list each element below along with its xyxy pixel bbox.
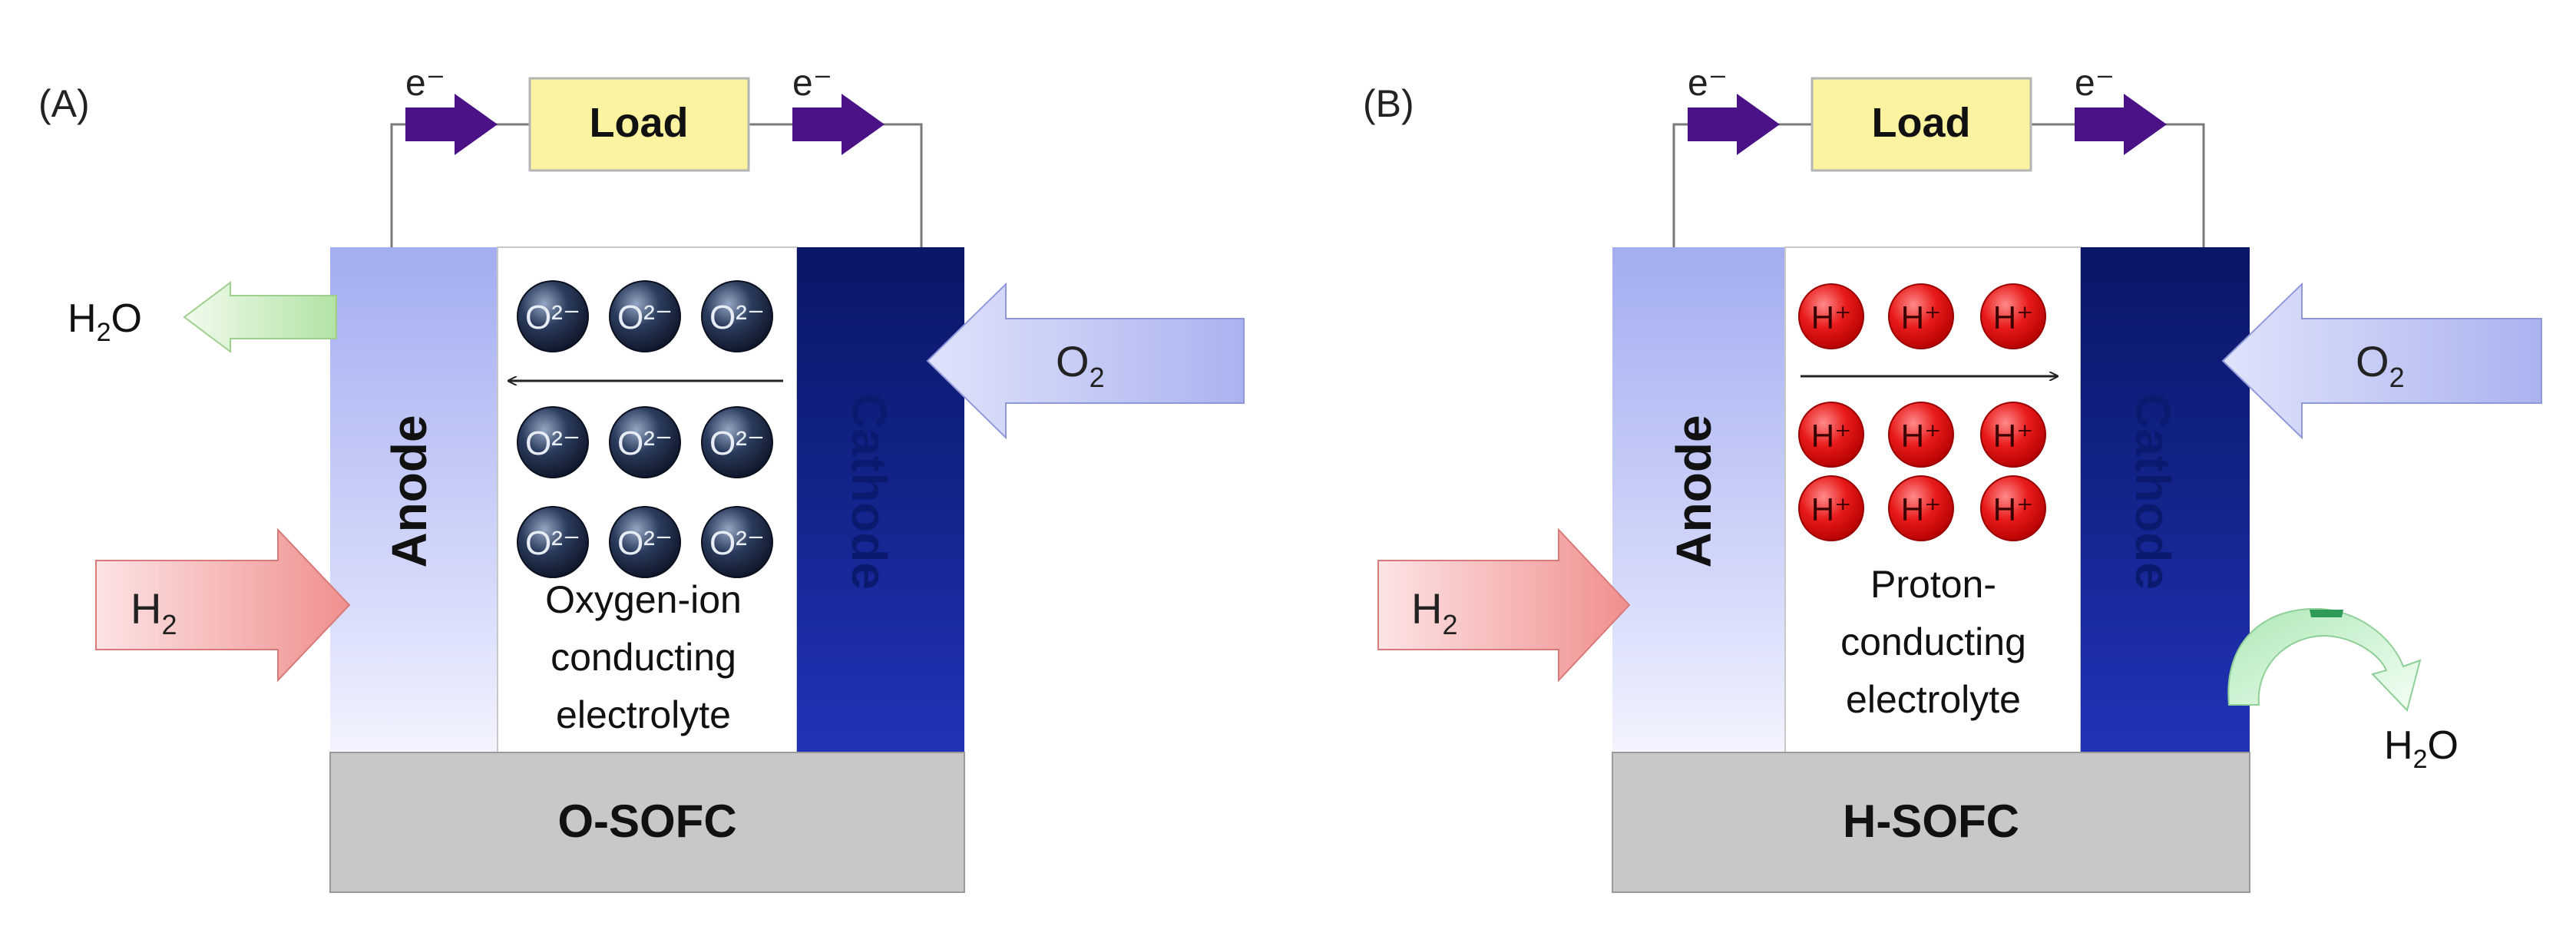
proton: H⁺: [1888, 475, 1954, 541]
panel-a-base: [329, 752, 965, 893]
panel-a-electron-arrow-right: [792, 94, 885, 155]
panel-b-load-label: Load: [1872, 100, 1971, 146]
panel-b-electron-left-label: e⁻: [1688, 63, 1728, 104]
panel-a-anode-label: Anode: [382, 415, 437, 567]
panel-b-anode: [1612, 247, 1785, 752]
svg-text:H⁺: H⁺: [1993, 299, 2034, 336]
svg-text:O²⁻: O²⁻: [709, 299, 765, 336]
oxygen-ion: O²⁻: [701, 506, 773, 578]
panel-a-electron-left-label: e⁻: [405, 63, 445, 104]
panel-a-water-arrow: [183, 281, 337, 353]
svg-text:H⁺: H⁺: [1811, 491, 1852, 527]
oxygen-ion: O²⁻: [609, 406, 681, 478]
oxygen-ion: O²⁻: [517, 280, 589, 352]
oxygen-ion: O²⁻: [609, 280, 681, 352]
panel-b-water-arrow-accent: [2310, 610, 2343, 617]
oxygen-ion: O²⁻: [609, 506, 681, 578]
panel-b-water-label: H2O: [2384, 723, 2459, 774]
panel-a-water-label: H2O: [68, 296, 142, 347]
panel-b-wire-right: [2031, 123, 2205, 247]
panel-a-anode: [330, 247, 498, 752]
proton: H⁺: [1980, 475, 2046, 541]
panel-a: (A) e⁻ e⁻ Load Anode Cathode O-SOFC Oxyg…: [38, 63, 1245, 893]
svg-text:O²⁻: O²⁻: [709, 425, 765, 462]
svg-text:O²⁻: O²⁻: [525, 425, 580, 462]
panel-b-base-label: H-SOFC: [1843, 795, 2019, 847]
panel-a-oxygen-arrow: [926, 282, 1245, 440]
proton: H⁺: [1980, 283, 2046, 349]
panel-b-electrolyte-line-3: electrolyte: [1846, 678, 2021, 721]
panel-a-electrolyte-line-3: electrolyte: [556, 693, 731, 736]
oxygen-ion: O²⁻: [701, 280, 773, 352]
panel-a-hydrogen-label: H2: [131, 584, 177, 640]
svg-text:H⁺: H⁺: [1811, 418, 1852, 454]
proton: H⁺: [1888, 402, 1954, 468]
panel-b-electron-right-label: e⁻: [2075, 63, 2115, 104]
svg-text:H⁺: H⁺: [1993, 418, 2034, 454]
panel-b-electron-arrow-right: [2075, 94, 2167, 155]
oxygen-ion: O²⁻: [517, 406, 589, 478]
svg-text:O²⁻: O²⁻: [709, 524, 765, 562]
svg-text:O²⁻: O²⁻: [525, 299, 580, 336]
panel-a-base-label: O-SOFC: [557, 795, 736, 847]
panel-a-electron-arrow-left: [405, 94, 498, 155]
panel-a-cathode: [797, 247, 964, 752]
proton: H⁺: [1798, 402, 1864, 468]
panel-a-electron-right-label: e⁻: [792, 63, 832, 104]
panel-b-oxygen-label: O2: [2356, 337, 2405, 393]
panel-b-cathode-label: Cathode: [2125, 393, 2181, 590]
panel-b: (B) e⁻ e⁻ Load Anode Cathode H-SOFC Prot…: [1363, 63, 2542, 893]
panel-a-hydrogen-arrow: [95, 527, 351, 683]
panel-a-electrolyte-line-1: Oxygen-ion: [545, 578, 742, 621]
oxygen-ion: O²⁻: [701, 406, 773, 478]
panel-a-electrolyte-line-2: conducting: [551, 636, 736, 679]
panel-b-electrolyte-line-2: conducting: [1840, 620, 2026, 663]
svg-text:H⁺: H⁺: [1901, 299, 1942, 336]
oxygen-ion: O²⁻: [517, 506, 589, 578]
svg-text:H⁺: H⁺: [1993, 491, 2034, 527]
panel-a-load-box: [528, 77, 750, 172]
panel-b-load-box: [1810, 77, 2032, 172]
panel-b-base: [1612, 752, 2250, 893]
svg-text:H⁺: H⁺: [1901, 418, 1942, 454]
panel-b-cathode: [2081, 247, 2250, 752]
panel-a-load-label: Load: [590, 100, 689, 146]
svg-text:O²⁻: O²⁻: [525, 524, 580, 562]
panel-b-anode-label: Anode: [1666, 415, 1721, 567]
panel-b-oxygen-arrow: [2221, 282, 2542, 440]
svg-text:H⁺: H⁺: [1901, 491, 1942, 527]
panel-a-tag: (A): [38, 82, 90, 125]
panel-b-hydrogen-label: H2: [1411, 584, 1457, 640]
panel-a-oxygen-label: O2: [1056, 337, 1105, 393]
panel-b-water-curved-arrow: [2227, 607, 2422, 712]
proton: H⁺: [1888, 283, 1954, 349]
panel-b-electrolyte-line-1: Proton-: [1870, 563, 1996, 606]
panel-b-tag: (B): [1363, 82, 1414, 125]
svg-text:O²⁻: O²⁻: [617, 425, 673, 462]
panel-a-wire-right: [749, 123, 923, 247]
svg-text:H⁺: H⁺: [1811, 299, 1852, 336]
panel-a-cathode-label: Cathode: [842, 393, 897, 590]
panel-b-electron-arrow-left: [1688, 94, 1780, 155]
panel-a-ion-grid: O²⁻ O²⁻ O²⁻ O²⁻ O²⁻ O²⁻ O²⁻ O²⁻ O²⁻: [517, 280, 773, 578]
proton: H⁺: [1798, 475, 1864, 541]
svg-text:O²⁻: O²⁻: [617, 299, 673, 336]
proton: H⁺: [1798, 283, 1864, 349]
panel-b-ion-grid: H⁺ H⁺ H⁺ H⁺ H⁺ H⁺ H⁺ H⁺ H⁺: [1798, 283, 2046, 541]
panel-b-hydrogen-arrow: [1377, 527, 1631, 683]
svg-text:O²⁻: O²⁻: [617, 524, 673, 562]
proton: H⁺: [1980, 402, 2046, 468]
